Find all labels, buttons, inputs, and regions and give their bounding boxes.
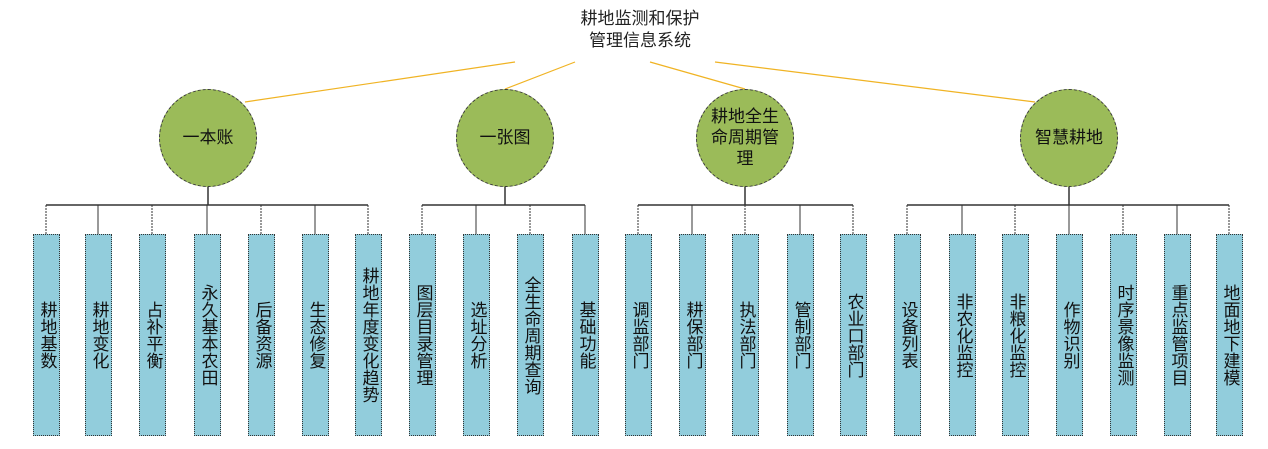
feature-label: 耕地基数 — [36, 301, 57, 369]
feature-label: 选址分析 — [466, 301, 487, 369]
feature-label: 耕保部门 — [682, 301, 703, 369]
feature-box: 全生命周期查询 — [517, 234, 544, 436]
feature-label: 地面地下建模 — [1219, 284, 1240, 386]
feature-label: 非农化监控 — [952, 292, 973, 378]
module-node: 一本账 — [159, 89, 257, 187]
root-link — [244, 61, 516, 103]
feature-label: 全生命周期查询 — [520, 275, 541, 395]
feature-box: 非农化监控 — [949, 234, 976, 436]
feature-label: 时序景像监测 — [1113, 284, 1134, 386]
root-node: 耕地监测和保护 管理信息系统 — [520, 8, 760, 52]
root-title-line1: 耕地监测和保护 — [580, 9, 700, 29]
module-node: 一张图 — [456, 89, 554, 187]
feature-label: 调监部门 — [628, 301, 649, 369]
feature-label: 基础功能 — [575, 301, 596, 369]
feature-box: 地面地下建模 — [1216, 234, 1243, 436]
module-label: 一张图 — [479, 127, 531, 148]
feature-box: 永久基本农田 — [194, 234, 221, 436]
feature-label: 耕地变化 — [88, 301, 109, 369]
feature-box: 耕地变化 — [85, 234, 112, 436]
feature-box: 管制部门 — [787, 234, 814, 436]
feature-box: 调监部门 — [625, 234, 652, 436]
module-node: 耕地全生命周期管理 — [696, 89, 794, 187]
feature-box: 占补平衡 — [139, 234, 166, 436]
root-title-line2: 管理信息系统 — [589, 31, 691, 51]
feature-label: 图层目录管理 — [412, 284, 433, 386]
feature-label: 执法部门 — [735, 301, 756, 369]
module-label: 智慧耕地 — [1035, 127, 1103, 148]
feature-box: 耕地年度变化趋势 — [355, 234, 382, 436]
root-link — [714, 61, 1036, 103]
root-link — [649, 61, 746, 90]
feature-label: 重点监管项目 — [1167, 284, 1188, 386]
module-label: 耕地全生命周期管理 — [711, 106, 779, 169]
feature-box: 非粮化监控 — [1002, 234, 1029, 436]
root-link — [504, 61, 576, 90]
feature-label: 生态修复 — [305, 301, 326, 369]
feature-box: 执法部门 — [732, 234, 759, 436]
feature-label: 占补平衡 — [142, 301, 163, 369]
feature-box: 耕保部门 — [679, 234, 706, 436]
feature-box: 选址分析 — [463, 234, 490, 436]
feature-label: 耕地年度变化趋势 — [358, 267, 379, 403]
feature-box: 作物识别 — [1056, 234, 1083, 436]
feature-box: 图层目录管理 — [409, 234, 436, 436]
feature-label: 非粮化监控 — [1005, 292, 1026, 378]
feature-label: 管制部门 — [790, 301, 811, 369]
feature-box: 生态修复 — [302, 234, 329, 436]
module-node: 智慧耕地 — [1020, 89, 1118, 187]
feature-label: 设备列表 — [897, 301, 918, 369]
feature-box: 设备列表 — [894, 234, 921, 436]
feature-label: 永久基本农田 — [197, 284, 218, 386]
feature-label: 作物识别 — [1059, 301, 1080, 369]
feature-box: 农业口部门 — [840, 234, 867, 436]
module-label: 一本账 — [182, 127, 234, 148]
feature-label: 后备资源 — [251, 301, 272, 369]
feature-box: 基础功能 — [572, 234, 599, 436]
feature-box: 后备资源 — [248, 234, 275, 436]
feature-box: 耕地基数 — [33, 234, 60, 436]
feature-box: 重点监管项目 — [1164, 234, 1191, 436]
feature-label: 农业口部门 — [843, 292, 864, 378]
feature-box: 时序景像监测 — [1110, 234, 1137, 436]
